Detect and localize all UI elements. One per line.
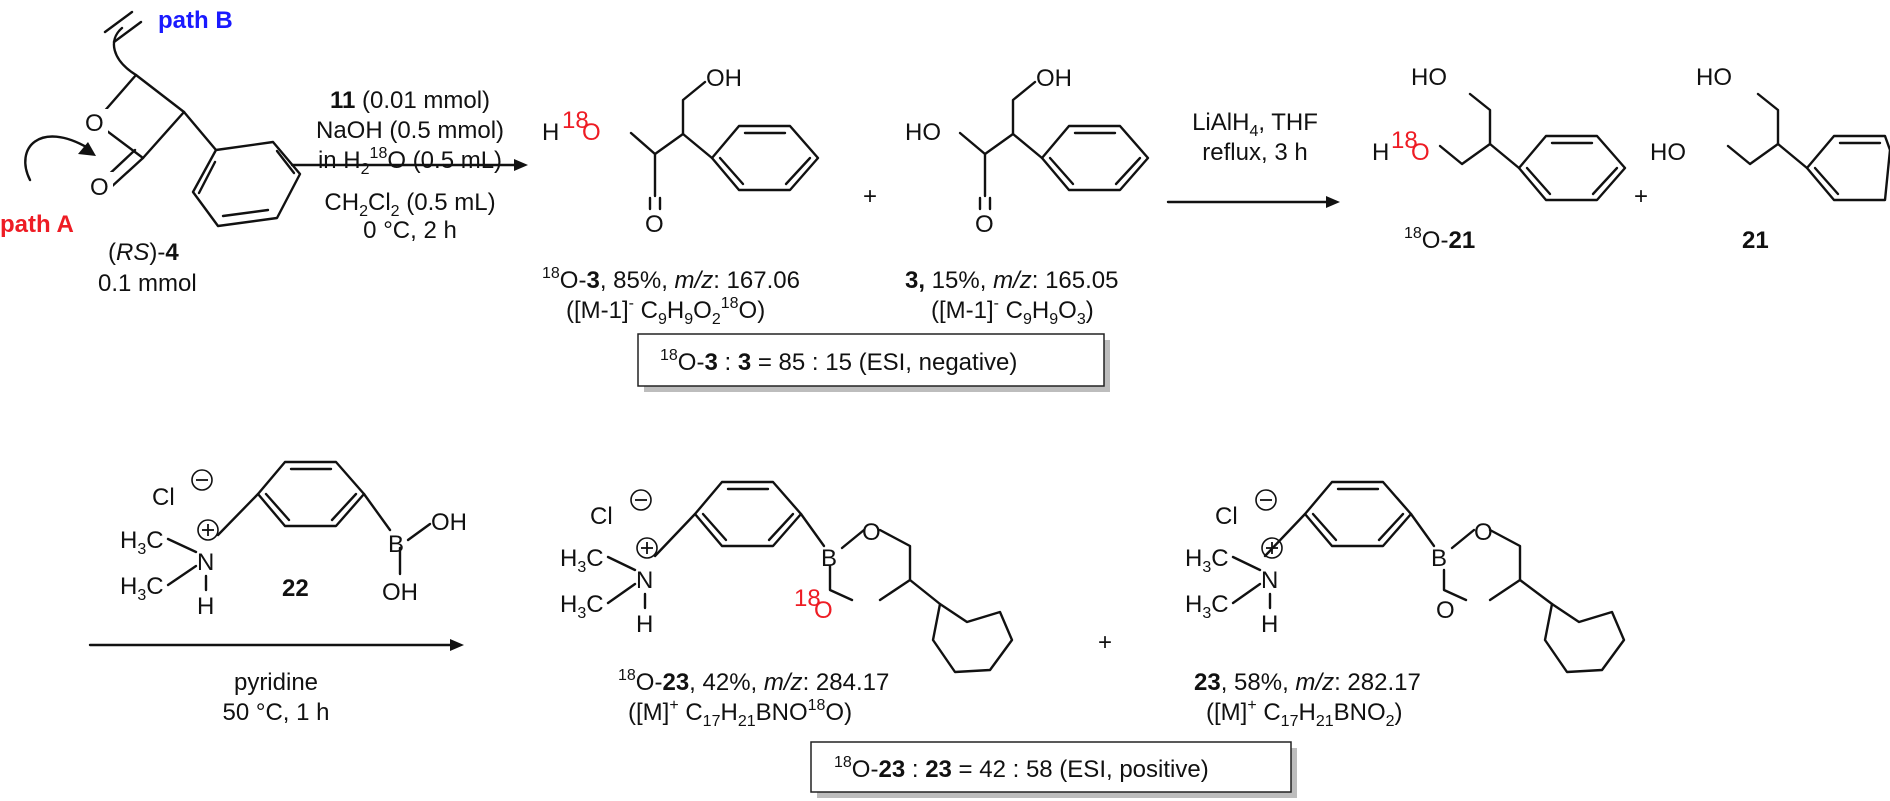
product-23-label: 23, 58%, m/z: 282.17	[1194, 669, 1421, 696]
product-23-b: B	[1431, 545, 1447, 572]
product-23-18O-h3c-top: H3C	[560, 545, 604, 576]
product-23-18O-formula: ([M]+ C17H21BNO18O)	[628, 697, 852, 730]
product-3-ho: HO	[905, 119, 941, 146]
reagent-22-n: N	[197, 549, 214, 576]
ring-oxygen-label: O	[85, 110, 104, 137]
product-23-o-bottom: O	[1436, 597, 1455, 624]
path-b-label: path B	[158, 7, 233, 34]
reagent-22-label: 22	[282, 575, 309, 602]
compound-4-label: (RS)-4	[108, 239, 179, 266]
product-21-isotope: 18	[1391, 127, 1418, 154]
product-23-h3c-top: H3C	[1185, 545, 1229, 576]
reagent-22-h3c-bottom: H3C	[120, 573, 164, 604]
plus-sign-2: +	[1634, 183, 1648, 210]
product-3-formula: ([M-1]- C9H9O3)	[931, 295, 1094, 328]
reaction-arrow-3	[88, 639, 464, 651]
product-23-o-top: O	[1474, 519, 1493, 546]
product-21-18O-label: 18O-21	[1404, 225, 1475, 254]
reagent-22-h3c-top: H3C	[120, 527, 164, 558]
ratio-1-text: 18O-3 : 3 = 85 : 15 (ESI, negative)	[660, 347, 1017, 376]
product-3-18O-label: O	[582, 119, 601, 146]
boronic-acid-22: Cl H3C H3C N H B OH OH	[120, 460, 467, 620]
product-23-18O-label: 18O-23, 42%, m/z: 284.17	[618, 667, 889, 696]
product-21-ho-top: HO	[1696, 64, 1732, 91]
product-18O-3: H 18 O O OH	[542, 65, 820, 238]
product-23-18O-cl: Cl	[590, 503, 613, 530]
product-21-ho-left: HO	[1650, 139, 1686, 166]
path-a-label: path A	[0, 211, 74, 238]
condition-reflux: reflux, 3 h	[1202, 139, 1307, 166]
reagent-22-b: B	[388, 531, 404, 558]
product-18O-23: Cl H3C H3C N H B O 18 O	[560, 480, 1014, 674]
product-23-formula: ([M]+ C17H21BNO2)	[1206, 697, 1403, 730]
product-21-18O-h: H	[1372, 139, 1389, 166]
product-3-carbonyl-o: O	[645, 211, 664, 238]
product-3-oh: OH	[706, 65, 742, 92]
product-23-18O-o-top: O	[862, 519, 881, 546]
condition-50c: 50 °C, 1 h	[223, 699, 330, 726]
reaction-arrow-1	[290, 159, 528, 171]
product-23-18O: O	[814, 597, 833, 624]
ratio-2-text: 18O-23 : 23 = 42 : 58 (ESI, positive)	[834, 754, 1209, 783]
product-3-label-text: 3, 15%, m/z: 165.05	[905, 267, 1118, 294]
path-b-annotation: path B	[103, 7, 233, 77]
product-23-h: H	[1261, 611, 1278, 638]
condition-11: 11 (0.01 mmol)	[330, 87, 490, 114]
condition-pyridine: pyridine	[234, 669, 318, 696]
product-23-isotope: 18	[794, 585, 821, 612]
product-23: Cl H3C H3C N H B O O	[1185, 480, 1626, 674]
product-23-18O-n: N	[636, 567, 653, 594]
product-23-cl: Cl	[1215, 503, 1238, 530]
plus-sign-1: +	[863, 183, 877, 210]
reagent-22-oh-bottom: OH	[382, 579, 418, 606]
reagent-22-cl: Cl	[152, 484, 175, 511]
compound-4-amount: 0.1 mmol	[98, 270, 197, 297]
product-18O-21: HO H 18 O	[1372, 64, 1627, 202]
plus-sign-3: +	[1098, 629, 1112, 656]
condition-dcm: CH2Cl2 (0.5 mL)	[324, 189, 495, 220]
product-3-oh2: OH	[1036, 65, 1072, 92]
product-21-18O-ho: HO	[1411, 64, 1447, 91]
condition-water: in H218O (0.5 mL)	[318, 145, 502, 178]
product-23-18O-h3c-bottom: H3C	[560, 591, 604, 622]
ratio-box-2: 18O-23 : 23 = 42 : 58 (ESI, positive)	[810, 741, 1297, 798]
condition-temp: 0 °C, 2 h	[363, 217, 457, 244]
product-23-18O-h: H	[636, 611, 653, 638]
product-23-h3c-bottom: H3C	[1185, 591, 1229, 622]
product-3-18O-formula: ([M-1]- C9H9O218O)	[566, 295, 765, 328]
product-21-label: 21	[1742, 227, 1769, 254]
reagent-22-h: H	[197, 593, 214, 620]
product-3-18O-label-text: 18O-3, 85%, m/z: 167.06	[542, 265, 800, 294]
product-3-co: O	[975, 211, 994, 238]
carbonyl-oxygen-label: O	[90, 174, 109, 201]
product-23-n: N	[1261, 567, 1278, 594]
ratio-box-1: 18O-3 : 3 = 85 : 15 (ESI, negative)	[637, 333, 1110, 392]
beta-lactone-4: O O	[84, 73, 302, 228]
product-21: HO HO	[1650, 64, 1890, 202]
path-a-annotation: path A	[0, 135, 96, 238]
product-21-18O: O	[1411, 139, 1430, 166]
condition-naoh: NaOH (0.5 mmol)	[316, 117, 504, 144]
condition-lialh4: LiAlH4, THF	[1192, 109, 1318, 140]
reagent-22-oh-top: OH	[431, 509, 467, 536]
product-3: HO O OH	[905, 65, 1150, 238]
product-3-hydrogen: H	[542, 119, 559, 146]
reaction-arrow-2	[1166, 196, 1340, 208]
product-3-isotope-label: 18	[562, 107, 589, 134]
product-23-18O-b: B	[821, 545, 837, 572]
